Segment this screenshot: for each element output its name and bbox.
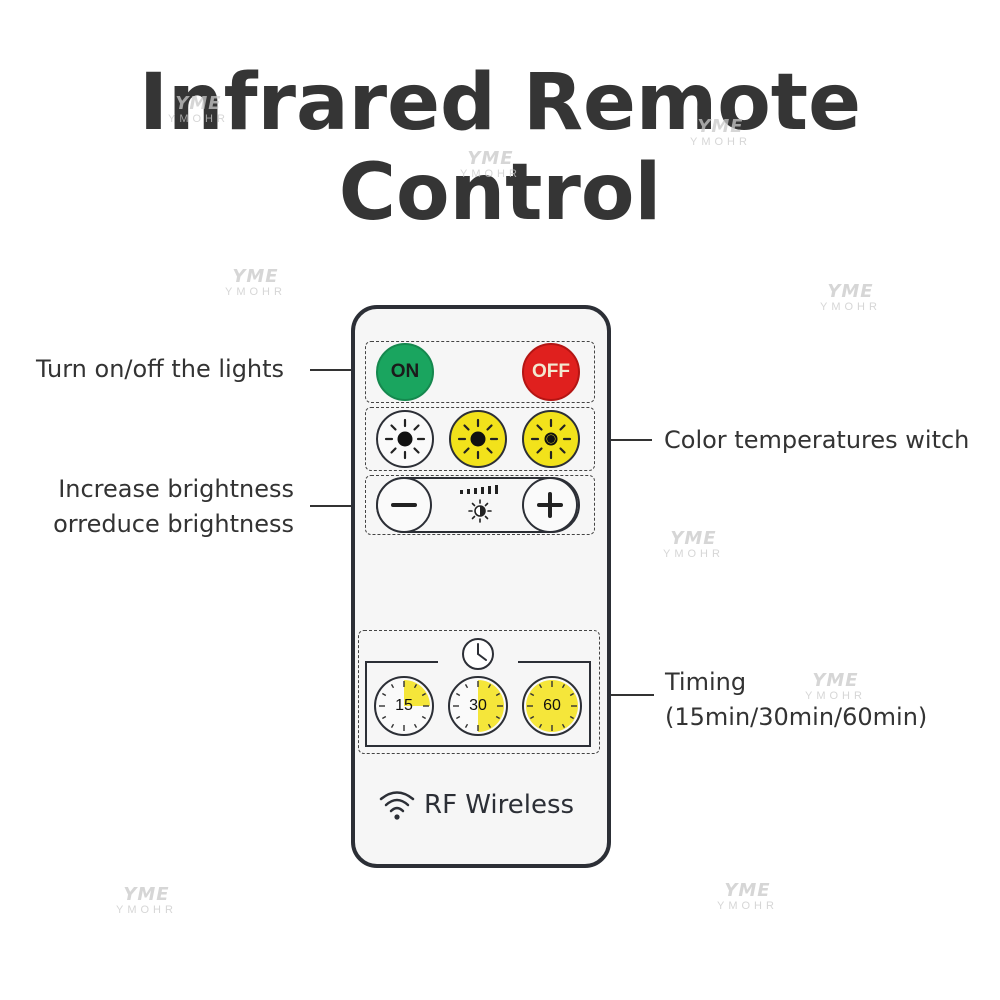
rf-wireless-label: RF Wireless bbox=[424, 790, 575, 820]
power-label: Turn on/off the lights bbox=[36, 355, 285, 383]
timer-tick bbox=[495, 715, 501, 720]
timer-frame bbox=[364, 660, 592, 748]
timer-tick bbox=[561, 723, 566, 729]
wifi-icon bbox=[377, 787, 417, 823]
timer-tick bbox=[495, 692, 501, 697]
timer-tick bbox=[487, 683, 492, 689]
sun-icon bbox=[384, 418, 426, 460]
page-title: Infrared Remote Control bbox=[139, 58, 861, 238]
timer-tick bbox=[421, 715, 427, 720]
timer-tick bbox=[421, 692, 427, 697]
timer-tick bbox=[390, 723, 395, 729]
timer-15-button[interactable]: 15 bbox=[374, 676, 434, 736]
warm-white-button[interactable] bbox=[522, 410, 580, 468]
decrease-brightness-button[interactable] bbox=[376, 477, 432, 533]
color-temp-label: Color temperatures witch bbox=[664, 426, 970, 454]
timer-fill bbox=[404, 680, 430, 706]
sun-icon bbox=[530, 418, 572, 460]
timer-dial bbox=[453, 680, 504, 732]
plus-icon bbox=[537, 492, 563, 518]
cool-white-button[interactable] bbox=[376, 410, 434, 468]
power-group bbox=[365, 341, 595, 403]
timer-30-button[interactable]: 30 bbox=[448, 676, 508, 736]
timer-dial bbox=[526, 680, 578, 732]
timer-tick bbox=[464, 723, 469, 729]
timer-tick bbox=[569, 692, 575, 697]
timer-tick bbox=[455, 715, 461, 720]
timing-leader-line bbox=[600, 694, 654, 696]
timer-60-button[interactable]: 60 bbox=[522, 676, 582, 736]
off-button-label: OFF bbox=[532, 361, 570, 382]
timer-tick bbox=[381, 715, 387, 720]
timer-tick bbox=[487, 723, 492, 729]
timer-tick bbox=[464, 683, 469, 689]
power-leader-line bbox=[310, 369, 366, 371]
timing-label-line1: Timing bbox=[665, 668, 747, 696]
clock-icon bbox=[460, 636, 496, 672]
on-button-label: ON bbox=[390, 361, 420, 382]
timer-60-label: 60 bbox=[543, 697, 561, 714]
timing-label-line2: (15min/30min/60min) bbox=[665, 703, 928, 731]
neutral-white-button[interactable] bbox=[449, 410, 507, 468]
brightness-icon bbox=[455, 484, 505, 528]
brightness-label-line1: Increase brightness bbox=[58, 475, 294, 503]
timer-fill bbox=[526, 680, 578, 732]
timer-tick bbox=[455, 692, 461, 697]
brightness-group bbox=[365, 475, 595, 535]
remote-body bbox=[351, 305, 611, 868]
color-temp-leader-line bbox=[596, 439, 652, 441]
color-temp-group bbox=[365, 407, 595, 471]
timer-tick bbox=[413, 683, 418, 689]
off-button[interactable]: OFF bbox=[522, 343, 580, 401]
timer-tick bbox=[538, 683, 543, 689]
timer-group bbox=[358, 630, 600, 754]
sun-icon bbox=[457, 418, 499, 460]
timer-tick bbox=[413, 723, 418, 729]
brightness-leader-line bbox=[310, 505, 366, 507]
timer-dial bbox=[379, 680, 430, 731]
timer-tick bbox=[538, 723, 543, 729]
brightness-label-line2: orreduce brightness bbox=[53, 510, 294, 538]
on-button[interactable]: ON bbox=[376, 343, 434, 401]
timer-tick bbox=[561, 683, 566, 689]
timer-tick bbox=[390, 683, 395, 689]
timer-tick bbox=[569, 715, 575, 720]
timer-tick bbox=[381, 692, 387, 697]
timer-tick bbox=[529, 715, 535, 720]
timer-15-label: 15 bbox=[395, 697, 413, 714]
increase-brightness-button[interactable] bbox=[522, 477, 578, 533]
timer-fill bbox=[478, 680, 504, 732]
timer-tick bbox=[529, 692, 535, 697]
timer-30-label: 30 bbox=[469, 697, 487, 714]
minus-icon bbox=[391, 503, 417, 507]
